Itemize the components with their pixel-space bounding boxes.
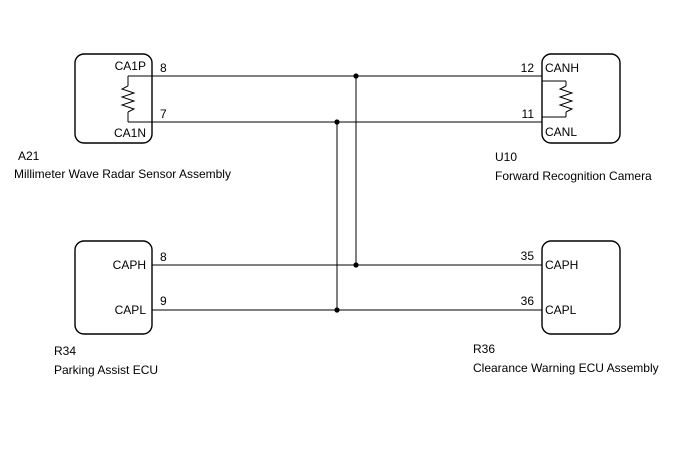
component-name: Clearance Warning ECU Assembly bbox=[473, 361, 659, 375]
pin-number-high: 12 bbox=[521, 61, 535, 75]
component-box bbox=[541, 53, 621, 144]
component-r34[interactable]: CAPH CAPL 8 9 R34 Parking Assist ECU bbox=[54, 240, 167, 377]
junction-dot bbox=[353, 73, 359, 79]
signal-label-high: CAPH bbox=[113, 258, 146, 272]
component-u10[interactable]: CANH CANL 12 11 U10 Forward Recognition … bbox=[495, 53, 652, 183]
component-name: Millimeter Wave Radar Sensor Assembly bbox=[14, 167, 231, 181]
wires bbox=[152, 75, 542, 311]
component-code: R36 bbox=[473, 342, 495, 356]
pin-number-low: 11 bbox=[522, 107, 535, 121]
junction-dot bbox=[334, 119, 340, 125]
junction-dot bbox=[334, 307, 340, 313]
signal-label-low: CAPL bbox=[115, 303, 147, 317]
component-code: R34 bbox=[54, 344, 76, 358]
junction-dot bbox=[353, 262, 359, 268]
pin-number-high: 35 bbox=[521, 249, 535, 263]
signal-label-high: CA1P bbox=[115, 59, 146, 73]
component-name: Forward Recognition Camera bbox=[495, 169, 652, 183]
component-code: U10 bbox=[495, 150, 517, 164]
signal-label-high: CANH bbox=[545, 61, 579, 75]
signal-label-low: CA1N bbox=[114, 126, 146, 140]
pin-number-high: 8 bbox=[160, 61, 167, 75]
pin-number-low: 7 bbox=[160, 107, 167, 121]
signal-label-low: CANL bbox=[545, 125, 577, 139]
termination-resistor-icon bbox=[542, 80, 574, 118]
pin-number-high: 8 bbox=[160, 250, 167, 264]
signal-label-low: CAPL bbox=[545, 303, 577, 317]
component-a21[interactable]: CA1P CA1N 8 7 A21 Millimeter Wave Radar … bbox=[14, 53, 231, 181]
component-code: A21 bbox=[18, 149, 40, 163]
signal-label-high: CAPH bbox=[545, 258, 578, 272]
component-box bbox=[74, 240, 153, 335]
component-name: Parking Assist ECU bbox=[54, 363, 158, 377]
component-r36[interactable]: CAPH CAPL 35 36 R36 Clearance Warning EC… bbox=[473, 240, 659, 375]
component-box bbox=[541, 240, 621, 335]
pin-number-low: 36 bbox=[521, 294, 535, 308]
pin-number-low: 9 bbox=[160, 294, 167, 308]
termination-resistor-icon bbox=[120, 75, 152, 123]
junctions bbox=[334, 73, 359, 313]
